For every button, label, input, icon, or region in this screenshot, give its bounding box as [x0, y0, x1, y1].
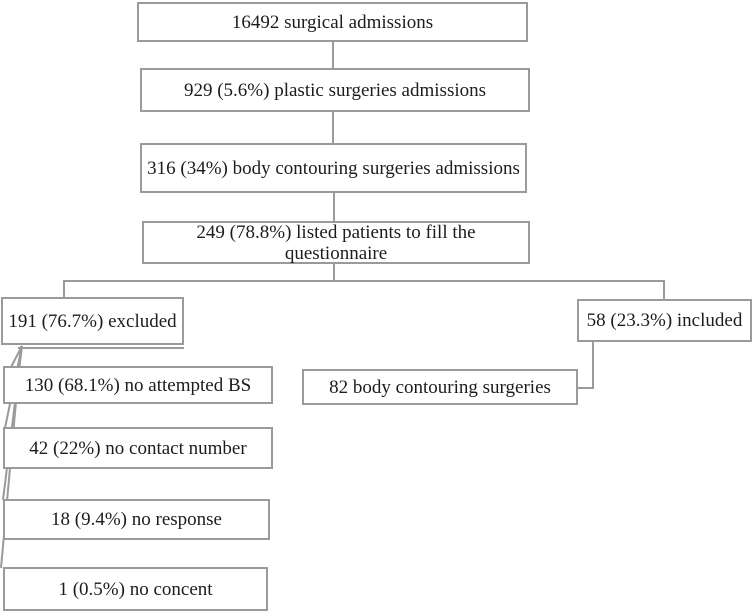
node-listed-patients: 249 (78.8%) listed patients to fill the …: [142, 221, 530, 264]
node-excluded: 191 (76.7%) excluded: [1, 297, 184, 345]
node-body-contouring-admissions: 316 (34%) body contouring surgeries admi…: [140, 143, 527, 193]
node-no-response: 18 (9.4%) no response: [3, 499, 270, 540]
node-no-contact-number: 42 (22%) no contact number: [3, 427, 273, 469]
node-surgical-admissions: 16492 surgical admissions: [137, 2, 528, 42]
node-body-contouring-surgeries: 82 body contouring surgeries: [302, 369, 578, 405]
node-no-attempted-bs: 130 (68.1%) no attempted BS: [3, 366, 273, 404]
node-plastic-surgeries: 929 (5.6%) plastic surgeries admissions: [140, 68, 530, 112]
node-no-concent: 1 (0.5%) no concent: [3, 567, 268, 611]
connector-included-to-82: [578, 341, 594, 389]
node-included: 58 (23.3%) included: [577, 299, 752, 342]
